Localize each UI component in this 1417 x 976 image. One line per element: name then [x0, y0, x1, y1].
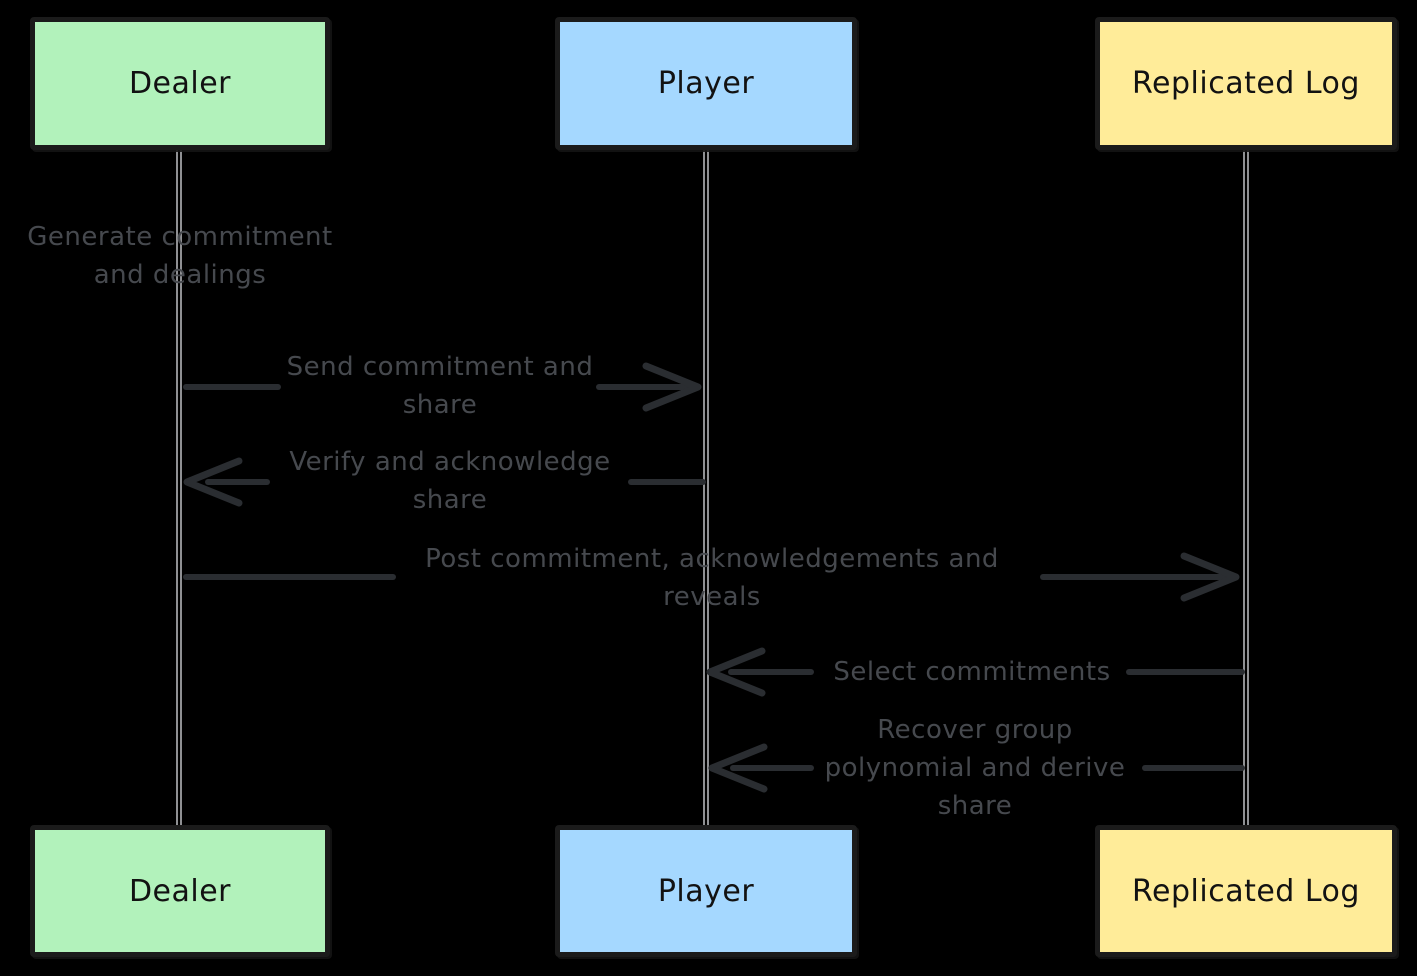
actor-box-replicated-log-bottom: Replicated Log — [1095, 825, 1397, 957]
arrow-line — [728, 669, 814, 675]
arrow-line — [183, 384, 281, 390]
message-label: Post commitment, acknowledgements and re… — [425, 544, 999, 612]
arrow-line — [1126, 669, 1245, 675]
actor-box-dealer-bottom: Dealer — [30, 825, 330, 957]
arrow-line — [183, 574, 396, 580]
lifeline-replicated-log — [1243, 150, 1249, 826]
arrow-line — [205, 479, 270, 485]
actor-label-dealer: Dealer — [128, 66, 232, 101]
actor-box-player-top: Player — [555, 17, 857, 150]
message-label: Send commitment and share — [286, 352, 594, 420]
message-label: Recover group polynomial and derive shar… — [824, 715, 1126, 821]
message-label: Verify and acknowledge share — [289, 447, 611, 515]
actor-label-replicated-log: Replicated Log — [1132, 66, 1360, 101]
lifeline-player — [703, 150, 709, 826]
actor-box-replicated-log-top: Replicated Log — [1095, 17, 1397, 150]
actor-label-dealer: Dealer — [128, 873, 232, 909]
arrow-line — [628, 479, 706, 485]
arrow-line — [596, 384, 690, 390]
message-label: Generate commitment and dealings — [27, 222, 333, 290]
arrowhead-right-icon — [1174, 549, 1244, 605]
arrowhead-left-icon — [704, 740, 774, 796]
arrow-line — [1142, 765, 1245, 771]
lifeline-dealer — [176, 150, 182, 826]
actor-box-dealer-top: Dealer — [30, 17, 330, 150]
actor-label-player: Player — [657, 66, 755, 101]
arrow-line — [730, 765, 814, 771]
message-label: Select commitments — [833, 657, 1111, 687]
arrowhead-left-icon — [702, 644, 772, 700]
arrowhead-right-icon — [636, 359, 706, 415]
actor-label-replicated-log: Replicated Log — [1132, 873, 1360, 909]
actor-box-player-bottom: Player — [555, 825, 857, 957]
arrow-line — [1040, 574, 1230, 580]
actor-label-player: Player — [657, 873, 755, 909]
arrowhead-left-icon — [179, 454, 249, 510]
